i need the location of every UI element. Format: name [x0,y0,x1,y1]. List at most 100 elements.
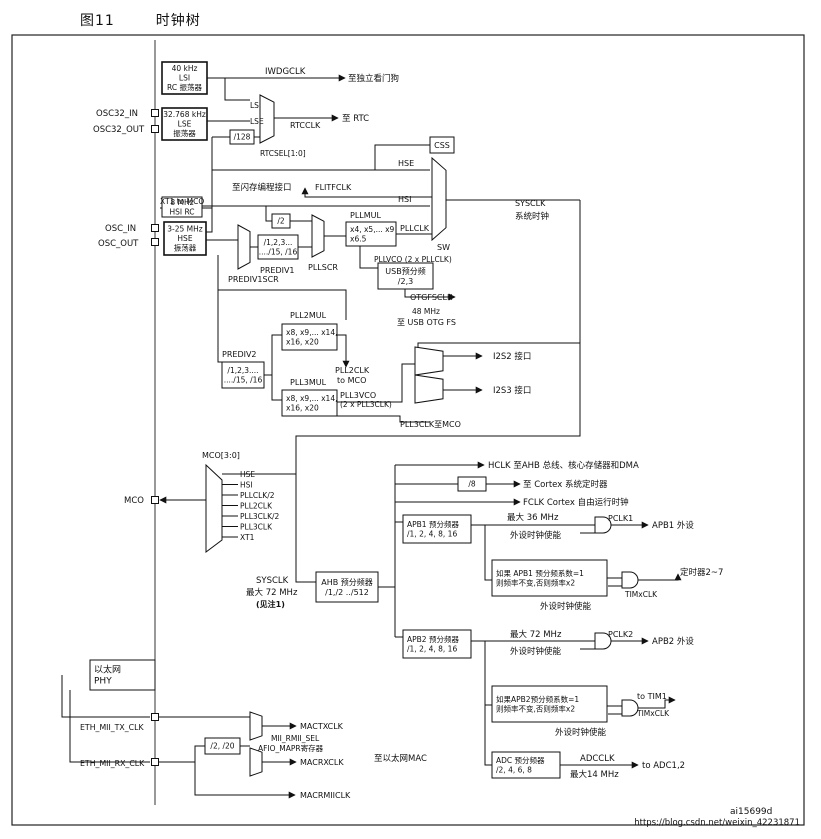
pll3mul-box-line-0: x8, x9,... x14, [286,394,337,403]
css-wire [374,144,430,170]
hse-oscillator [163,221,207,256]
hsi-div2-box [271,213,291,229]
osc32-in-pin [151,109,159,117]
i2s2-mux [414,346,444,376]
osc-out-pin [151,238,159,246]
eth-tx-label: ETH_MII_TX_CLK [80,723,144,732]
phy-to-tx-wire [61,675,150,718]
to-usb-label: 至 USB OTG FS [397,318,456,327]
to-iwdg-label: 至独立看门狗 [348,73,399,84]
periph-enable-4-label: 外设时钟使能 [555,727,607,738]
pll3vco-label: PLL3VCO [340,391,376,400]
to-tim1-label: to TIM1 [637,692,667,701]
timxclk2-and-gate [621,699,639,717]
to-rtc-label: 至 RTC [342,114,369,124]
mactx-mux [249,711,263,741]
div128-box-line-0: /128 [234,133,251,142]
eth-div-box-line-0: /2, /20 [210,742,234,751]
prediv1scr-label: PREDIV1SCR [228,275,279,284]
hclk-label: HCLK 至AHB 总线、核心存储器和DMA [488,460,639,471]
lse-oscillator-line-2: 振荡器 [173,128,196,138]
hsi-rc-oscillator-line-1: HSI RC [169,207,194,216]
pll2mul-box-line-0: x8, x9,... x14, [286,328,337,337]
figure-ref-id: ai15699d [730,807,772,817]
macrmiiclk-wire [194,762,296,799]
max36-label: 最大 36 MHz [507,512,559,523]
timxclk1-label: TIMxCLK [624,590,658,599]
pll3clk-to-mco-label: PLL3CLK至MCO [400,420,461,429]
prediv1-box-line-1: ..../15, /16 [259,247,298,256]
rtcsel-label: RTCSEL[1:0] [260,149,306,158]
ahb-prescaler-box-line-1: /1,/2 ../512 [325,588,369,597]
lse-oscillator [161,107,208,141]
sysclk-top-label: SYSCLK [515,199,546,208]
prediv1-box-line-0: /1,2,3... [264,238,293,247]
sw-label: SW [437,243,450,252]
tim1-wire [638,696,676,709]
osc32-out-label: OSC32_OUT [93,125,145,135]
figure-caption: 时钟树 [155,13,201,29]
hse-oscillator-line-2: 振荡器 [174,243,197,253]
eth-rx-pin [151,758,159,766]
pclk2-and-gate [594,632,612,650]
adc-prescaler-box [491,751,561,779]
osc32-in-label: OSC32_IN [96,109,138,119]
timxclk2-label: TIMxCLK [636,709,670,718]
sysclk-max-label: 最大 72 MHz [246,587,298,598]
lse-oscillator-line-0: 32.768 kHz [163,110,206,119]
hse-oscillator-line-1: HSE [177,234,192,243]
iwdgclk-label: IWDGCLK [265,67,306,77]
figure-number: 图11 [80,13,115,29]
lse-oscillator-line-1: LSE [178,120,192,129]
i2s2-label: I2S2 接口 [493,351,531,362]
afio-mapr-label: AFIO_MAPR寄存器 [258,743,324,753]
mco-input-3: PLL2CLK [240,502,273,511]
pll2mul-label: PLL2MUL [290,311,327,320]
pclk1-label: PCLK1 [608,514,633,523]
apb2-to-adc-wire [484,705,492,766]
mco-input-4: PLL3CLK/2 [240,512,280,521]
otgfsclk-label: OTGFSCLK [410,293,453,302]
pclk1-and-gate [594,516,612,534]
mco-input-0: HSE [240,470,255,479]
osc32-out-pin [151,125,159,133]
pllmul-box [345,221,397,247]
prediv2-to-pll2-wire [264,334,282,376]
eth-rx-label: ETH_MII_RX_CLK [80,759,145,768]
apb2-prescaler-box-line-1: /1, 2, 4, 8, 16 [407,644,457,653]
otgfsclk-wire [404,289,456,301]
prediv1-box [257,234,299,260]
fclk-label: FCLK Cortex 自由运行时钟 [523,497,629,508]
prediv2-box [221,361,265,389]
eth-to-div-wire [194,745,205,762]
hsi-div2-box-line-0: /2 [277,217,285,226]
max14-label: 最大14 MHz [570,769,619,780]
macrx-mux [249,747,263,777]
lsi-to-rtcmux-wire [224,78,250,101]
div128-box [229,129,255,145]
eth-div-box [204,737,241,755]
pllmul-box-line-1: x6.5 [350,234,367,243]
to-eth-mac-label: 至以太网MAC [374,753,427,764]
div8-box-line-0: /8 [468,480,476,489]
apb1-timer-mul-box-line-0: 如果 APB1 预分频系数=1 [496,568,584,578]
pll3mul-box [281,389,338,417]
apb2-to-timmul-wire [484,641,492,706]
rtc-lse-label: LSE [250,117,264,126]
pll2mul-box [281,323,338,351]
adc-prescaler-box-line-0: ADC 预分频器 [496,755,545,765]
sysclk-bottom-label: SYSCLK [256,576,289,586]
mactxclk-label: MACTXCLK [300,722,344,731]
css-box-line-0: CSS [434,141,450,150]
i2s3-mux [414,374,444,404]
adcclk-label: ADCCLK [580,754,615,764]
osc-in-label: OSC_IN [105,224,136,234]
sysclk-trunk-wire [295,343,581,583]
hsi-div2-wire [265,206,272,222]
ahb-prescaler-box [315,571,379,603]
hsi-rc-oscillator [161,196,203,218]
pllmul-box-line-0: x4, x5,... x9 [350,225,395,234]
apb1-prescaler-box-line-0: APB1 预分频器 [407,519,459,529]
pll3vco-wire [337,363,415,403]
figure-title: 图11 时钟树 [80,10,201,30]
